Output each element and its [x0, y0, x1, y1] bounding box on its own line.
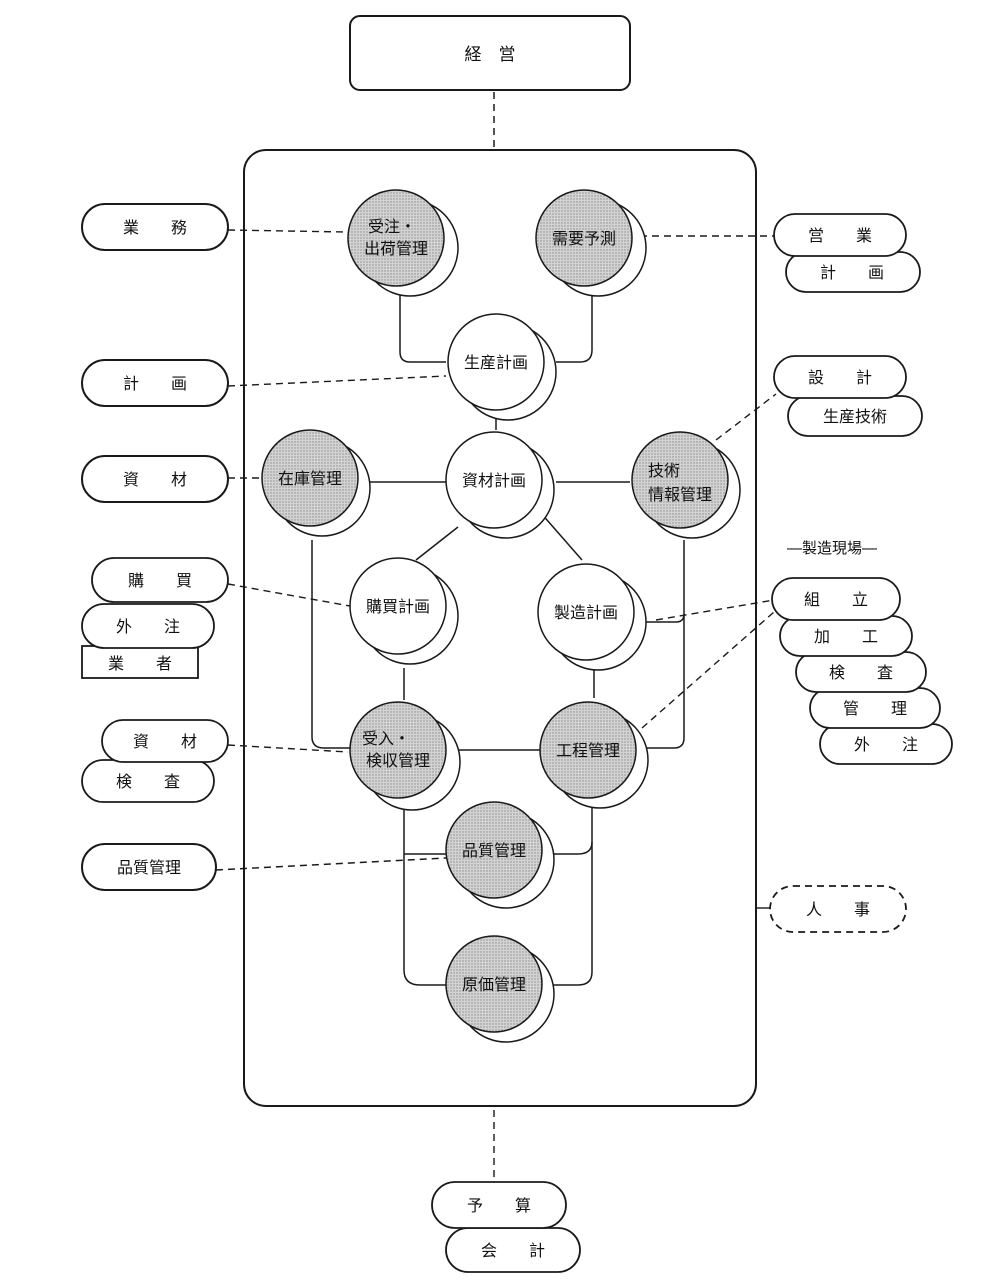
left-shizai-label: 資 材	[123, 470, 187, 489]
left-kensa-label: 検 査	[116, 772, 180, 791]
receiving-inspection-label-1: 受入・	[362, 729, 410, 748]
shop-floor-label: ―製造現場―	[787, 539, 877, 557]
material-plan-node: 資材計画	[445, 431, 555, 539]
left-kobai-group: 業 者 外 注 購 買	[81, 557, 229, 679]
cost-control-node: 原価管理	[445, 935, 555, 1043]
quality-control-node: 品質管理	[445, 801, 555, 909]
genba-item-5: 外 注	[854, 735, 918, 754]
right-genba-group: 外 注 管 理 検 査 加 工 組 立	[771, 577, 953, 765]
right-eigyo-a-label: 営 業	[808, 226, 872, 245]
genba-item-3: 検 査	[829, 663, 893, 682]
quality-control-label: 品質管理	[462, 841, 526, 860]
left-kobai-a-label: 購 買	[128, 571, 192, 590]
bottom-group: 会 計 予 算	[431, 1181, 581, 1273]
production-plan-label: 生産計画	[464, 353, 528, 372]
order-shipping-label-2: 出荷管理	[364, 239, 428, 258]
production-plan-node: 生産計画	[447, 313, 557, 421]
process-control-label: 工程管理	[556, 741, 620, 760]
inventory-label: 在庫管理	[278, 469, 342, 488]
right-sekkei-b-label: 生産技術	[823, 407, 887, 426]
right-eigyo-b-label: 計 画	[820, 263, 884, 282]
left-keikaku: 計 画	[81, 359, 229, 407]
system-frame	[243, 149, 757, 1107]
genba-item-1: 組 立	[804, 590, 868, 609]
internal-connections	[311, 288, 685, 986]
order-shipping-label-1: 受注・	[368, 217, 416, 236]
receiving-inspection-label-2: 検収管理	[366, 751, 430, 770]
purchase-plan-label: 購買計画	[366, 597, 430, 616]
material-plan-label: 資材計画	[462, 471, 526, 490]
left-kobai-c-label: 業 者	[108, 654, 172, 673]
right-jinji: 人 事	[769, 885, 907, 933]
right-jinji-label: 人 事	[806, 900, 870, 919]
left-keikaku-label: 計 画	[123, 374, 187, 393]
receiving-inspection-node: 受入・ 検収管理	[349, 701, 461, 811]
purchase-plan-node: 購買計画	[349, 557, 459, 665]
order-shipping-node: 受注・ 出荷管理	[347, 189, 459, 297]
manufacturing-plan-node: 製造計画	[537, 563, 647, 671]
tech-info-node: 技術 情報管理	[631, 431, 741, 539]
left-gyomu-label: 業 務	[123, 218, 187, 237]
external-connections	[215, 229, 777, 1178]
left-shizai2-label: 資 材	[133, 732, 197, 751]
left-hinshitsu-label: 品質管理	[117, 858, 181, 877]
left-gyomu: 業 務	[81, 203, 229, 251]
bottom-yosan-label: 予 算	[467, 1196, 531, 1215]
cost-control-label: 原価管理	[462, 975, 526, 994]
process-control-node: 工程管理	[539, 701, 649, 809]
management-box: 経 営	[349, 15, 631, 91]
right-eigyo-group: 計 画 営 業	[773, 213, 921, 293]
left-hinshitsu: 品質管理	[81, 843, 217, 891]
right-sekkei-a-label: 設 計	[808, 368, 872, 387]
inventory-node: 在庫管理	[261, 429, 371, 537]
left-shizai: 資 材	[81, 455, 229, 503]
demand-forecast-label: 需要予測	[552, 229, 616, 248]
left-shizai-kensa-group: 検 査 資 材	[81, 719, 229, 803]
right-sekkei-group: 生産技術 設 計	[773, 355, 923, 437]
manufacturing-plan-label: 製造計画	[554, 603, 618, 622]
genba-item-2: 加 工	[814, 627, 878, 646]
demand-forecast-node: 需要予測	[535, 189, 647, 297]
tech-info-label-1: 技術	[648, 461, 680, 480]
tech-info-label-2: 情報管理	[648, 485, 712, 504]
bottom-kaikei-label: 会 計	[481, 1241, 545, 1260]
management-label: 経 営	[465, 45, 516, 65]
left-kobai-b-label: 外 注	[116, 617, 180, 636]
genba-item-4: 管 理	[843, 699, 907, 718]
